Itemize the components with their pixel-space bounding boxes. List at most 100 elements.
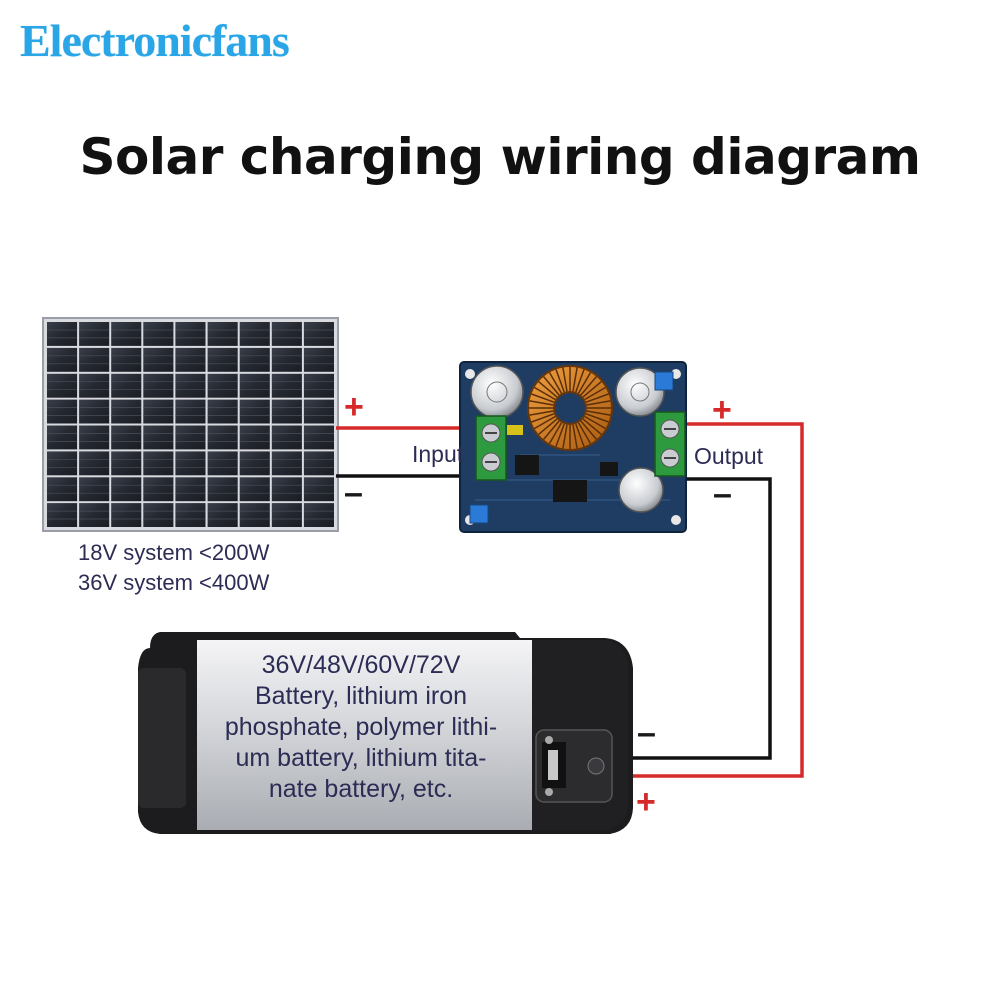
solar-cell xyxy=(175,347,206,372)
battery-line: Battery, lithium iron xyxy=(254,682,468,710)
solar-cell xyxy=(207,347,238,372)
solar-cell xyxy=(47,477,78,502)
solar-cell xyxy=(239,477,270,502)
coil-winding xyxy=(577,422,592,444)
solar-cell xyxy=(207,425,238,450)
coil-winding xyxy=(562,367,568,392)
coil-winding xyxy=(531,393,555,403)
solar-cell xyxy=(303,451,334,476)
solar-cell xyxy=(143,477,174,502)
solar-cell xyxy=(111,373,142,398)
solar-cell xyxy=(303,373,334,398)
solar-cell xyxy=(79,373,110,398)
solar-cell xyxy=(143,347,174,372)
output-capacitor-top xyxy=(615,367,665,417)
coil-winding xyxy=(586,410,611,416)
solar-cell xyxy=(143,399,174,424)
solar-cell xyxy=(175,477,206,502)
solar-cell xyxy=(239,425,270,450)
solar-cell xyxy=(207,503,238,527)
coil-winding xyxy=(577,372,592,394)
solar-cell xyxy=(79,347,110,372)
solar-cell xyxy=(175,425,206,450)
solar-cell xyxy=(271,425,302,450)
battery-line: 36V/48V/60V/72V xyxy=(261,651,461,679)
solar-cell xyxy=(303,347,334,372)
coil-winding xyxy=(584,386,606,401)
output-capacitor-bottom xyxy=(618,467,664,513)
solar-cell xyxy=(143,451,174,476)
solar-cell xyxy=(271,347,302,372)
brand-logo: Electronicfans xyxy=(20,15,290,66)
coil-winding xyxy=(572,367,578,392)
coil-winding xyxy=(548,422,563,444)
coil-winding xyxy=(582,381,602,398)
solar-cell xyxy=(271,399,302,424)
solar-cell xyxy=(207,477,238,502)
solar-cell xyxy=(303,477,334,502)
battery-connector xyxy=(535,729,613,803)
coil-winding xyxy=(538,381,558,398)
solar-cell xyxy=(111,451,142,476)
solar-cell xyxy=(47,347,78,372)
battery-line: phosphate, polymer lithi- xyxy=(224,713,498,741)
solar-cell xyxy=(79,451,110,476)
coil-winding xyxy=(531,413,555,423)
solar-cell xyxy=(111,503,142,527)
solar-cell xyxy=(47,503,78,527)
coil-winding xyxy=(529,400,554,406)
panel-minus-sign: – xyxy=(344,474,363,512)
solar-cell xyxy=(111,347,142,372)
solar-cell xyxy=(239,503,270,527)
solar-cell xyxy=(175,399,206,424)
solar-cell xyxy=(175,503,206,527)
battery-negative-wire xyxy=(545,477,772,760)
output-plus-sign: + xyxy=(712,391,732,429)
coil-winding xyxy=(584,415,606,430)
solar-cell xyxy=(79,477,110,502)
solar-cell xyxy=(303,503,334,527)
solar-cell xyxy=(271,503,302,527)
solar-cell xyxy=(111,322,142,346)
solar-cell xyxy=(239,451,270,476)
solar-cell xyxy=(143,322,174,346)
coil-winding xyxy=(582,418,602,435)
coil-winding xyxy=(586,400,611,406)
solar-cell xyxy=(79,322,110,346)
solar-cell xyxy=(239,399,270,424)
solar-cell xyxy=(239,373,270,398)
inductor-coil xyxy=(527,365,613,451)
coil-winding xyxy=(555,423,565,447)
system-spec-18v: 18V system <200W xyxy=(78,540,270,565)
coil-winding xyxy=(538,418,558,435)
battery-minus-sign: – xyxy=(637,714,656,752)
output-minus-sign: – xyxy=(713,475,732,513)
coil-winding xyxy=(562,424,568,449)
battery-positive-wire xyxy=(545,422,804,778)
battery-pack xyxy=(138,632,633,834)
input-terminal-block xyxy=(475,415,507,481)
input-capacitor xyxy=(470,365,524,419)
solar-cell xyxy=(207,399,238,424)
solar-cell xyxy=(303,399,334,424)
coil-winding xyxy=(529,410,554,416)
wires xyxy=(336,422,804,778)
solar-cell xyxy=(79,503,110,527)
solar-cell xyxy=(143,425,174,450)
coil-winding xyxy=(534,415,556,430)
coil-winding xyxy=(575,369,585,393)
battery-plus-sign: + xyxy=(636,783,656,821)
solar-cell xyxy=(175,322,206,346)
solar-cell xyxy=(79,399,110,424)
solar-cell xyxy=(111,399,142,424)
solar-cell xyxy=(271,322,302,346)
solar-cell xyxy=(303,322,334,346)
solar-cell xyxy=(271,451,302,476)
coil-winding xyxy=(580,420,597,440)
solar-cell xyxy=(175,373,206,398)
output-terminal-block xyxy=(654,411,686,477)
solar-cell xyxy=(207,451,238,476)
output-label: Output xyxy=(694,443,764,469)
solar-cell xyxy=(239,347,270,372)
